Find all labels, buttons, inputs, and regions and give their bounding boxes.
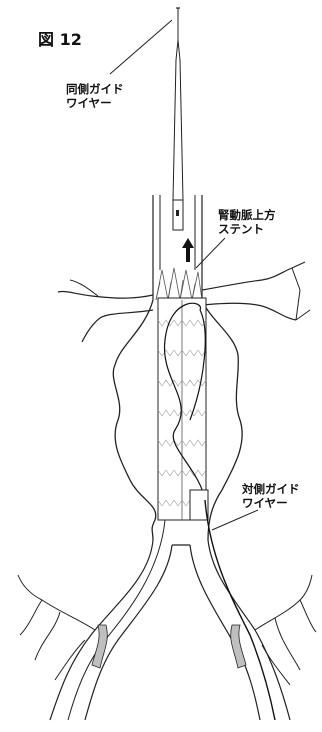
delivery-catheter-tip — [173, 40, 183, 200]
label-contralateral-line1: 対側ガイド — [242, 482, 300, 496]
iliac-arteries — [50, 540, 290, 720]
figure-title: 図 12 — [38, 26, 82, 50]
ipsilateral-limb — [68, 520, 165, 720]
stent-graft-body — [158, 298, 206, 520]
right-renal-artery-top — [202, 268, 292, 290]
label-suprarenal-stent: 腎動脈上方 ステント — [218, 208, 276, 236]
leader-line-ipsilateral — [110, 20, 172, 74]
label-contralateral-guide-wire: 対側ガイド ワイヤー — [242, 482, 300, 510]
arrow-up-icon — [182, 238, 194, 262]
internal-iliac-branches — [18, 575, 316, 685]
leader-line-contralateral — [212, 510, 258, 530]
label-ipsilateral-guide-wire: 同側ガイド ワイヤー — [66, 82, 124, 110]
label-ipsilateral-line2: ワイヤー — [66, 96, 124, 110]
right-internal-iliac-shade — [231, 625, 246, 668]
left-renal-artery-top — [58, 291, 153, 298]
suprarenal-stent — [156, 268, 202, 300]
label-contralateral-line2: ワイヤー — [242, 496, 300, 510]
contralateral-guide-wire — [205, 500, 275, 720]
catheter-marker — [176, 210, 179, 216]
leader-line-suprarenal — [196, 238, 225, 268]
label-suprarenal-line1: 腎動脈上方 — [218, 208, 276, 222]
label-suprarenal-line2: ステント — [218, 222, 276, 236]
right-renal-branches — [292, 262, 310, 320]
left-renal-artery-bottom — [82, 310, 153, 342]
label-ipsilateral-line1: 同側ガイド — [66, 82, 124, 96]
right-renal-artery-bottom — [202, 303, 296, 320]
aneurysm-sac-left — [113, 300, 156, 540]
